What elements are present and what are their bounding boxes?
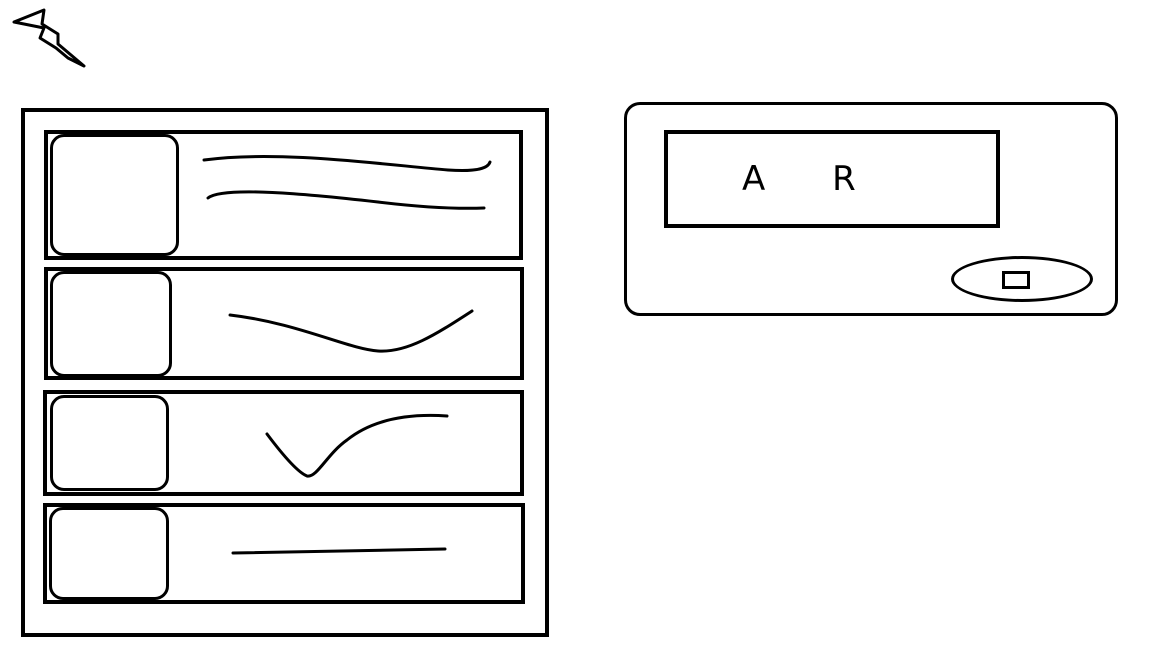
display-screen: A R (664, 130, 1000, 228)
item-list-panel (21, 108, 549, 637)
list-item[interactable] (43, 390, 524, 496)
image-placeholder-icon (50, 395, 169, 491)
text-placeholder-lines (202, 155, 492, 210)
list-item[interactable] (43, 503, 525, 604)
display-text: A R (742, 159, 884, 199)
text-placeholder-line (231, 547, 447, 555)
text-placeholder-line (265, 413, 449, 478)
stop-button[interactable] (951, 256, 1093, 302)
image-placeholder-icon (50, 134, 179, 256)
list-item[interactable] (44, 267, 524, 380)
text-placeholder-line (228, 309, 474, 353)
image-placeholder-icon (49, 507, 169, 600)
stop-icon (1002, 271, 1030, 289)
device-card (624, 102, 1118, 316)
image-placeholder-icon (50, 271, 172, 377)
lightning-bolt-icon (12, 8, 86, 68)
list-item[interactable] (44, 130, 523, 260)
